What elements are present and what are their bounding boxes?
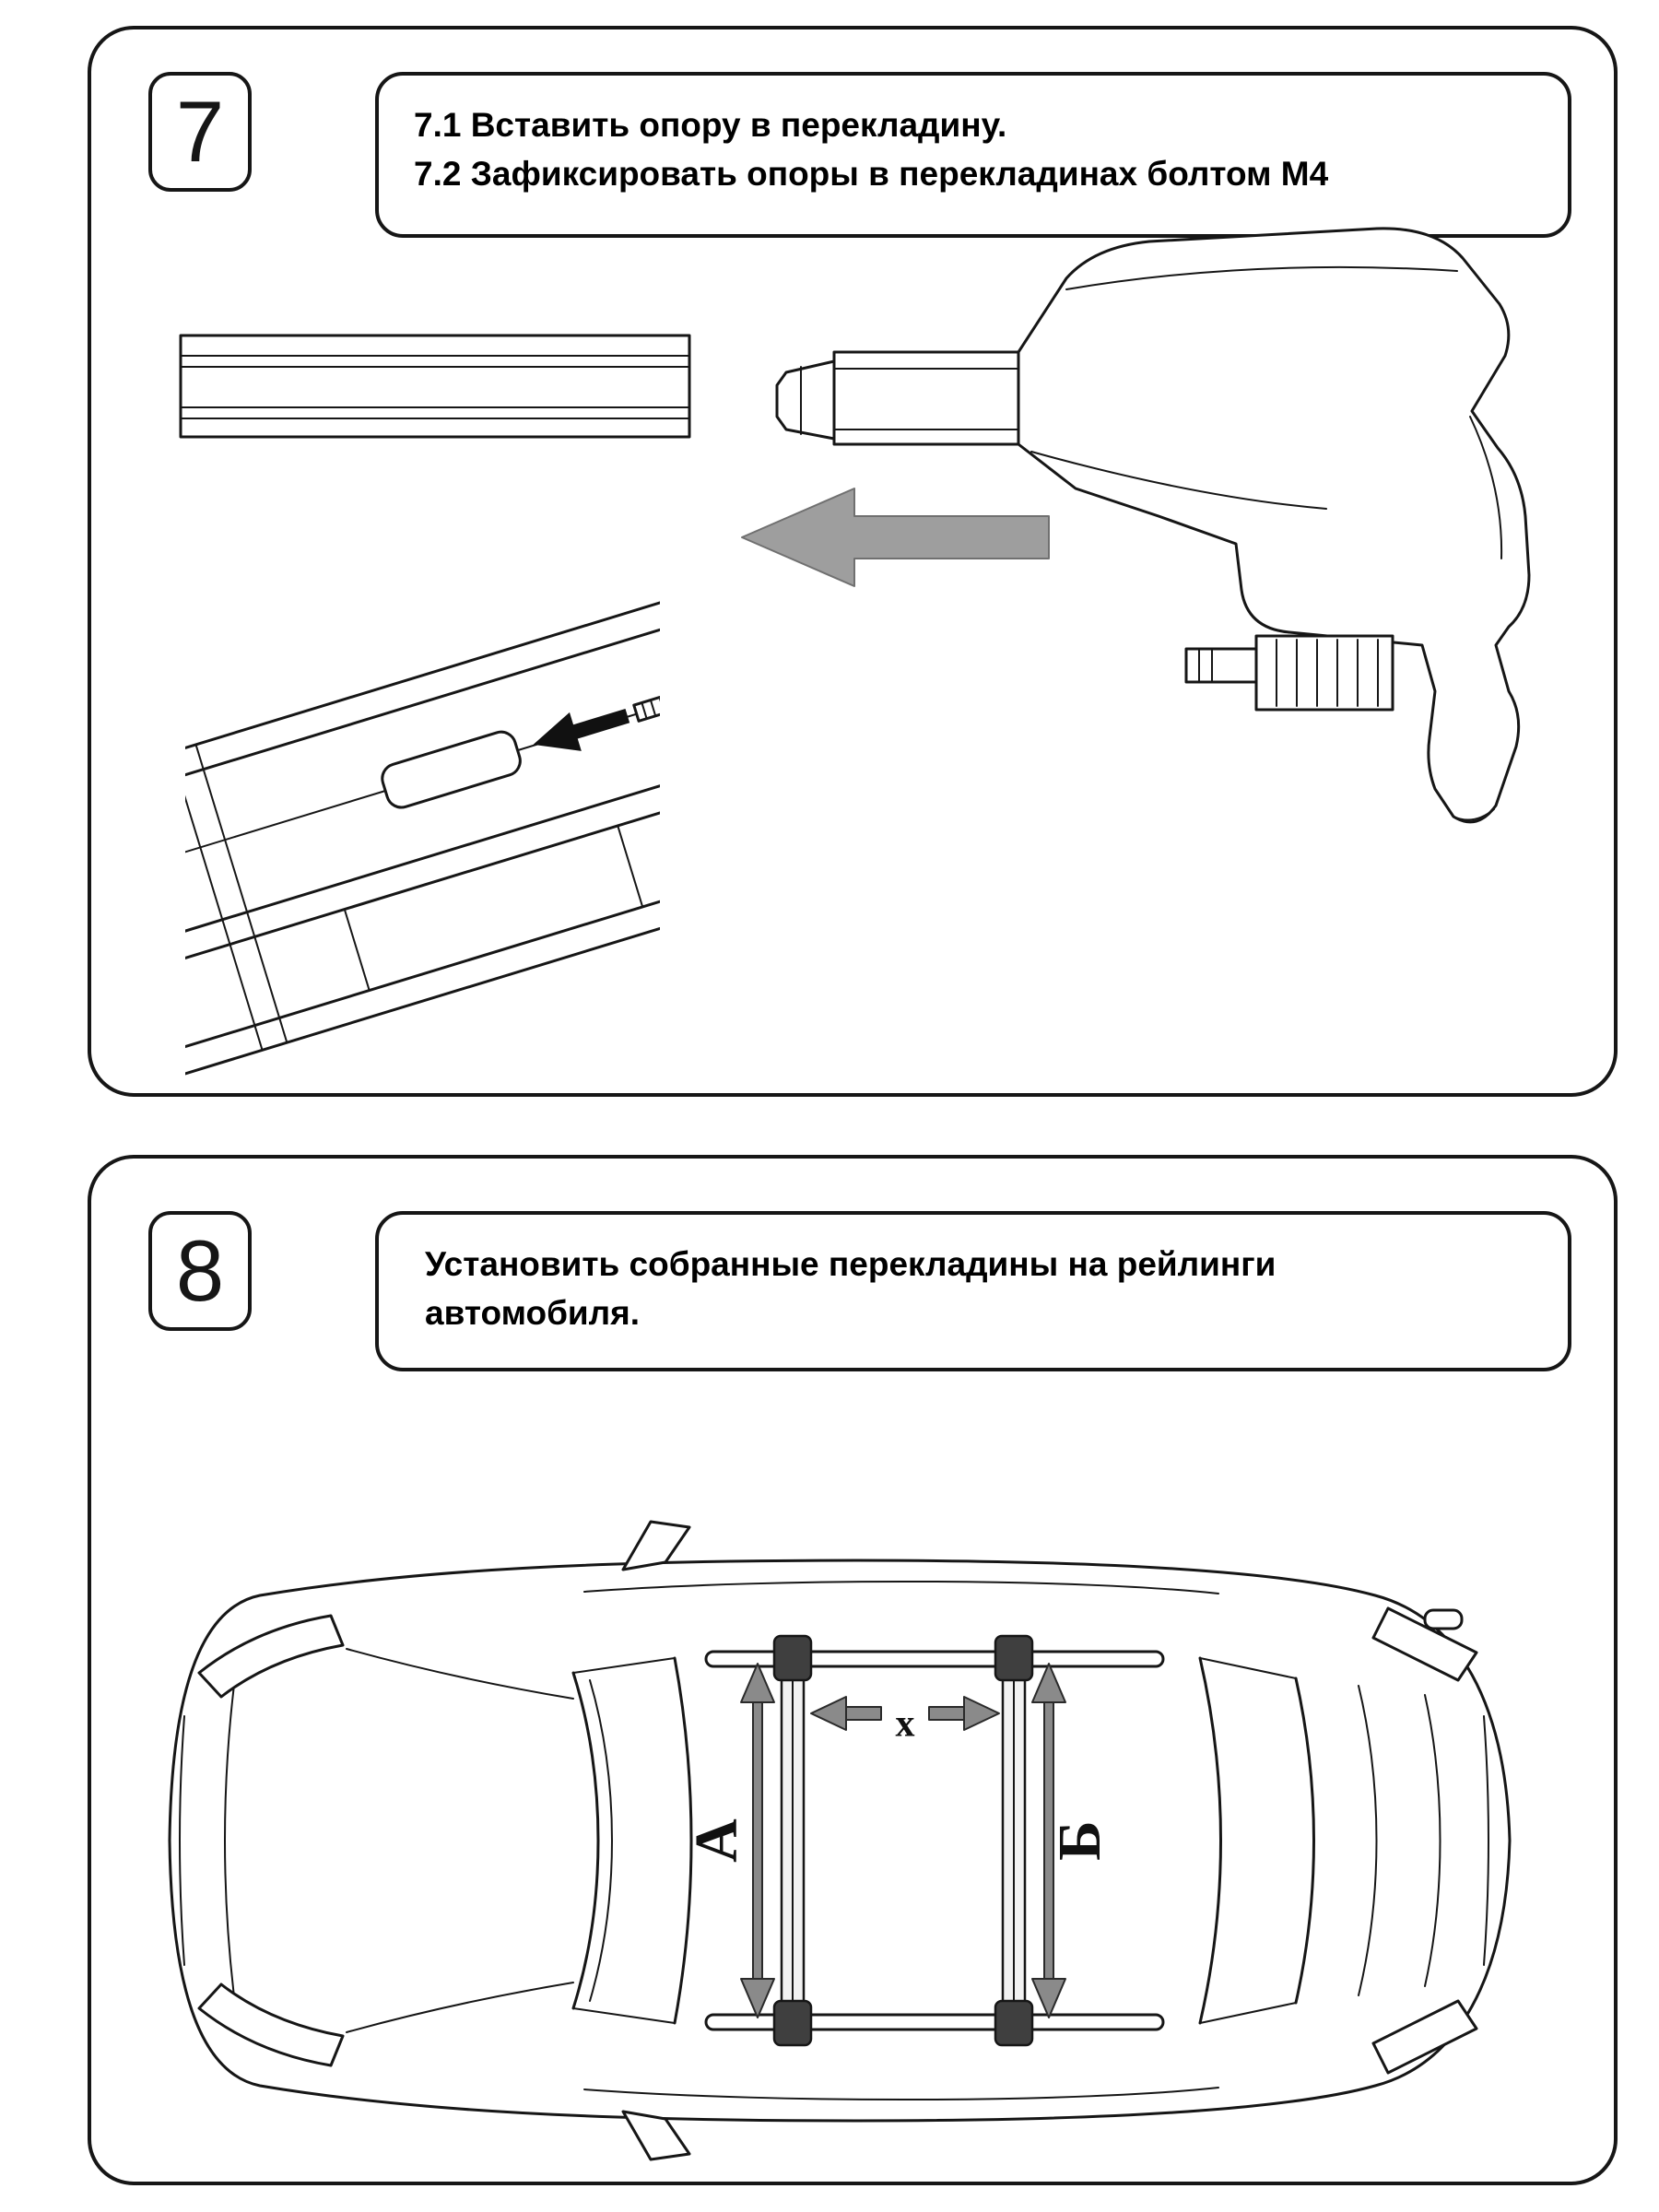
bolt-slot bbox=[381, 730, 522, 809]
span-A-arrow-up bbox=[740, 1663, 775, 1703]
front-bumper-line bbox=[179, 1715, 185, 1966]
car-top-view-drawing: А Б х bbox=[168, 1520, 1512, 2161]
windshield-front-edge bbox=[571, 1671, 600, 2010]
label-x: х bbox=[896, 1703, 915, 1746]
support-leg-contour bbox=[1469, 416, 1503, 559]
bar-stub-ribs bbox=[833, 368, 1019, 430]
rail-clamp-hatch bbox=[1276, 639, 1379, 707]
crossbar-edges bbox=[185, 589, 660, 1079]
taillight-right bbox=[1371, 1999, 1478, 2075]
step-8-instruction-line-2: автомобиля. bbox=[425, 1293, 641, 1332]
roof-rail-right bbox=[704, 2013, 1165, 2031]
headlight-left bbox=[197, 1614, 345, 1699]
step-7-panel: 7 7.1 Вставить опору в перекладину. 7.2 … bbox=[88, 26, 1618, 1097]
hood-front-line bbox=[224, 1655, 239, 2026]
bar-stub-cap bbox=[775, 359, 836, 441]
support-top-contour bbox=[1065, 265, 1458, 290]
windshield-inner-line bbox=[589, 1679, 613, 2002]
car-glasshouse bbox=[571, 1580, 1315, 2101]
taillight-left bbox=[1371, 1606, 1478, 1682]
m4-bolt-head-lines bbox=[1198, 648, 1213, 683]
measure-span-B: Б bbox=[1031, 1663, 1113, 2018]
m4-bolt-shaft bbox=[632, 688, 660, 723]
distance-shaft-right bbox=[928, 1706, 965, 1721]
rear-bumper-line bbox=[1483, 1715, 1489, 1966]
distance-shaft-left bbox=[845, 1706, 882, 1721]
span-B-arrow-up bbox=[1031, 1663, 1066, 1703]
hood-creases bbox=[346, 1648, 574, 2033]
insert-detail-drawing bbox=[185, 589, 660, 1079]
crossbar-profile-ribs bbox=[180, 355, 690, 419]
arrow-left-icon bbox=[741, 488, 1050, 587]
roof-rear-edge bbox=[1198, 1656, 1222, 2025]
m4-bolt bbox=[1184, 647, 1258, 684]
span-A-arrow-shaft bbox=[752, 1698, 763, 1983]
crossbar-struts bbox=[343, 824, 644, 992]
fuel-cap bbox=[1423, 1608, 1464, 1630]
bar-stub bbox=[775, 350, 1020, 446]
step-8-instruction-line-1: Установить собранные перекладины на рейл… bbox=[425, 1245, 1277, 1283]
support-body bbox=[1017, 227, 1531, 824]
crossbar-B-front-foot bbox=[994, 1634, 1034, 1682]
trunk-rear-line bbox=[1424, 1694, 1441, 1987]
measure-span-A: А bbox=[683, 1663, 775, 2018]
step-7-instruction-line-2: 7.2 Зафиксировать опоры в перекладинах б… bbox=[414, 154, 1329, 193]
span-A-arrow-down bbox=[740, 1978, 775, 2018]
step-7-instruction-box: 7.1 Вставить опору в перекладину. 7.2 За… bbox=[375, 72, 1571, 238]
slide-direction-arrow-icon bbox=[741, 488, 1050, 587]
step-8-number: 8 bbox=[175, 1222, 225, 1319]
crossbar-end-cap-lines bbox=[185, 743, 288, 1052]
car-body-outline bbox=[168, 1559, 1512, 2123]
support-body-outline bbox=[1017, 227, 1531, 824]
step-8-panel: 8 Установить собранные перекладины на ре… bbox=[88, 1155, 1618, 2185]
step-7-number: 7 bbox=[175, 83, 225, 180]
distance-arrow-right bbox=[963, 1696, 1000, 1731]
crossbar-A-front-foot bbox=[772, 1634, 813, 1682]
span-B-arrow-down bbox=[1031, 1978, 1066, 2018]
crossbar-profile-drawing bbox=[179, 334, 691, 439]
step-7-instruction-line-1: 7.1 Вставить опору в перекладину. bbox=[414, 106, 1007, 144]
support-belly-contour bbox=[1030, 451, 1327, 510]
crossbar-profile-outline bbox=[179, 334, 691, 439]
support-hook-tip bbox=[1453, 808, 1495, 821]
mirror-right bbox=[621, 2110, 691, 2161]
headlight-right bbox=[197, 1983, 345, 2067]
m4-bolt-threads bbox=[641, 693, 660, 720]
rear-glass-edge bbox=[1294, 1677, 1315, 2005]
mirror-left bbox=[621, 1520, 691, 1571]
crossbar-B bbox=[994, 1634, 1034, 2047]
side-edges bbox=[583, 1580, 1219, 2101]
support-foot-drawing bbox=[775, 227, 1531, 824]
insert-arrow-left-icon bbox=[533, 708, 630, 751]
crossbar-A bbox=[772, 1634, 813, 2047]
crossbar-B-rear-foot bbox=[994, 1999, 1034, 2047]
car-rear-details bbox=[1358, 1606, 1489, 2075]
step-8-instruction-box: Установить собранные перекладины на рейл… bbox=[375, 1211, 1571, 1371]
measure-distance-x: х bbox=[810, 1696, 1000, 1746]
step-8-number-box: 8 bbox=[148, 1211, 252, 1331]
label-B: Б bbox=[1046, 1820, 1113, 1861]
trunk-line bbox=[1358, 1685, 1378, 1996]
car-front-details bbox=[179, 1614, 574, 2067]
a-pillars bbox=[572, 1657, 676, 2024]
m4-bolt-detail bbox=[632, 688, 660, 723]
step-7-number-box: 7 bbox=[148, 72, 252, 192]
crossbar-perspective bbox=[185, 589, 660, 1079]
c-pillars bbox=[1199, 1657, 1297, 2024]
roof-front-edge bbox=[673, 1656, 693, 2025]
rail-clamp-pad bbox=[1254, 634, 1394, 712]
crossbar-A-rear-foot bbox=[772, 1999, 813, 2047]
label-A: А bbox=[683, 1818, 750, 1863]
